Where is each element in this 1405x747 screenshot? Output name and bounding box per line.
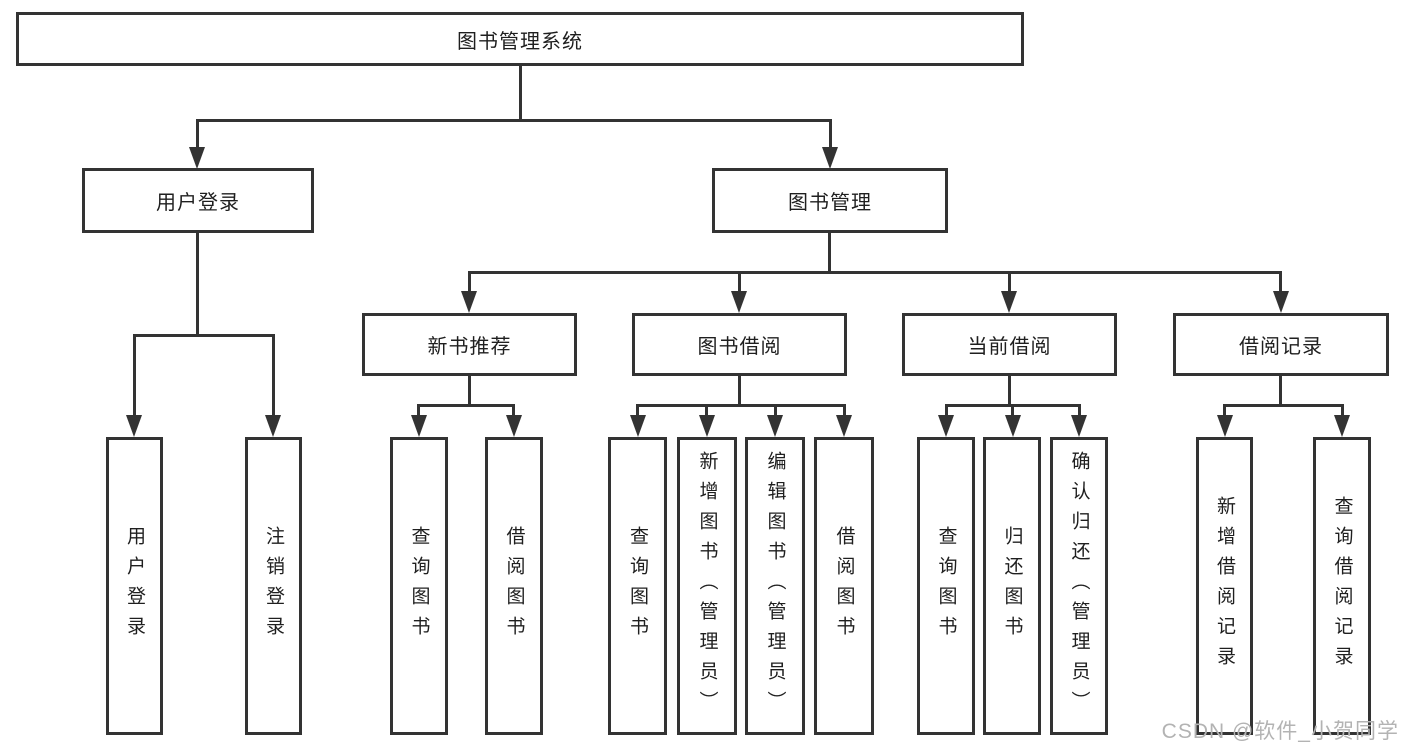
- arrow-down-icon: [411, 415, 427, 437]
- leaf-user-login: 用户登录: [106, 437, 163, 735]
- leaf-cb-return-books: 归还图书: [983, 437, 1041, 735]
- leaf-br-query-record: 查询借阅记录: [1313, 437, 1371, 735]
- leaf-cb-confirm-return-admin: 确认归还（管理员）: [1050, 437, 1108, 735]
- arrow-down-icon: [938, 415, 954, 437]
- connector-line: [1279, 376, 1282, 407]
- arrow-down-icon: [189, 147, 205, 169]
- arrow-down-icon: [1001, 291, 1017, 313]
- connector-line: [774, 404, 777, 418]
- node-user-login-label: 用户登录: [156, 192, 240, 214]
- leaf-nbr-borrow-books-label: 借阅图书: [503, 526, 525, 646]
- leaf-br-add-record-label: 新增借阅记录: [1214, 496, 1235, 676]
- node-root: 图书管理系统: [16, 12, 1024, 66]
- arrow-down-icon: [1071, 415, 1087, 437]
- connector-line: [738, 376, 741, 407]
- connector-line: [1008, 376, 1011, 407]
- connector-line: [417, 404, 515, 407]
- node-new-book-recommend: 新书推荐: [362, 313, 577, 376]
- arrow-down-icon: [265, 415, 281, 437]
- arrow-down-icon: [630, 415, 646, 437]
- leaf-bb-edit-books-admin-label: 编辑图书（管理员）: [764, 451, 786, 721]
- connector-line: [1011, 404, 1014, 418]
- node-new-book-recommend-label: 新书推荐: [427, 336, 512, 358]
- leaf-bb-borrow-books-label: 借阅图书: [833, 526, 855, 646]
- leaf-bb-query-books: 查询图书: [608, 437, 667, 735]
- connector-line: [133, 334, 136, 417]
- node-user-login: 用户登录: [82, 168, 314, 233]
- leaf-logout-label: 注销登录: [263, 526, 284, 646]
- arrow-down-icon: [822, 147, 838, 169]
- connector-line: [1279, 271, 1282, 293]
- leaf-bb-query-books-label: 查询图书: [627, 526, 648, 646]
- connector-line: [1078, 404, 1081, 418]
- node-borrow-records-label: 借阅记录: [1239, 336, 1323, 358]
- leaf-nbr-borrow-books: 借阅图书: [485, 437, 543, 735]
- leaf-cb-query-books-label: 查询图书: [935, 526, 957, 646]
- leaf-br-add-record: 新增借阅记录: [1196, 437, 1253, 735]
- node-current-borrow-label: 当前借阅: [967, 336, 1052, 358]
- connector-line: [468, 271, 1282, 274]
- connector-line: [417, 404, 420, 418]
- connector-line: [196, 119, 832, 122]
- arrow-down-icon: [767, 415, 783, 437]
- arrow-down-icon: [461, 291, 477, 313]
- leaf-cb-confirm-return-admin-label: 确认归还（管理员）: [1068, 451, 1090, 721]
- connector-line: [843, 404, 846, 418]
- connector-line: [705, 404, 708, 418]
- csdn-watermark: CSDN @软件_小贺同学: [1161, 720, 1399, 743]
- connector-line: [133, 334, 275, 337]
- leaf-cb-query-books: 查询图书: [917, 437, 975, 735]
- arrow-down-icon: [1217, 415, 1233, 437]
- node-current-borrow: 当前借阅: [902, 313, 1117, 376]
- connector-line: [512, 404, 515, 418]
- connector-line: [196, 119, 199, 150]
- arrow-down-icon: [1273, 291, 1289, 313]
- connector-line: [1223, 404, 1226, 418]
- connector-line: [829, 119, 832, 150]
- connector-line: [519, 66, 522, 121]
- leaf-bb-add-books-admin: 新增图书（管理员）: [677, 437, 737, 735]
- node-root-label: 图书管理系统: [457, 30, 583, 53]
- leaf-br-query-record-label: 查询借阅记录: [1331, 496, 1353, 676]
- arrow-down-icon: [1334, 415, 1350, 437]
- connector-line: [272, 334, 275, 417]
- connector-line: [1223, 404, 1344, 407]
- connector-line: [468, 376, 471, 407]
- arrow-down-icon: [731, 291, 747, 313]
- arrow-down-icon: [126, 415, 142, 437]
- connector-line: [1008, 271, 1011, 293]
- leaf-bb-borrow-books: 借阅图书: [814, 437, 874, 735]
- connector-line: [1341, 404, 1344, 418]
- leaf-nbr-query-books-label: 查询图书: [408, 526, 430, 646]
- connector-line: [196, 233, 199, 336]
- arrow-down-icon: [699, 415, 715, 437]
- leaf-bb-add-books-admin-label: 新增图书（管理员）: [696, 451, 718, 721]
- connector-line: [828, 233, 831, 274]
- connector-line: [945, 404, 948, 418]
- connector-line: [738, 271, 741, 293]
- leaf-bb-edit-books-admin: 编辑图书（管理员）: [745, 437, 805, 735]
- node-book-borrow: 图书借阅: [632, 313, 847, 376]
- node-book-management: 图书管理: [712, 168, 948, 233]
- connector-line: [636, 404, 846, 407]
- node-book-management-label: 图书管理: [788, 192, 872, 214]
- leaf-logout: 注销登录: [245, 437, 302, 735]
- arrow-down-icon: [1005, 415, 1021, 437]
- leaf-cb-return-books-label: 归还图书: [1001, 526, 1023, 646]
- node-book-borrow-label: 图书借阅: [697, 336, 782, 358]
- arrow-down-icon: [506, 415, 522, 437]
- arrow-down-icon: [836, 415, 852, 437]
- connector-line: [636, 404, 639, 418]
- leaf-user-login-label: 用户登录: [124, 526, 145, 646]
- node-borrow-records: 借阅记录: [1173, 313, 1389, 376]
- leaf-nbr-query-books: 查询图书: [390, 437, 448, 735]
- connector-line: [468, 271, 471, 293]
